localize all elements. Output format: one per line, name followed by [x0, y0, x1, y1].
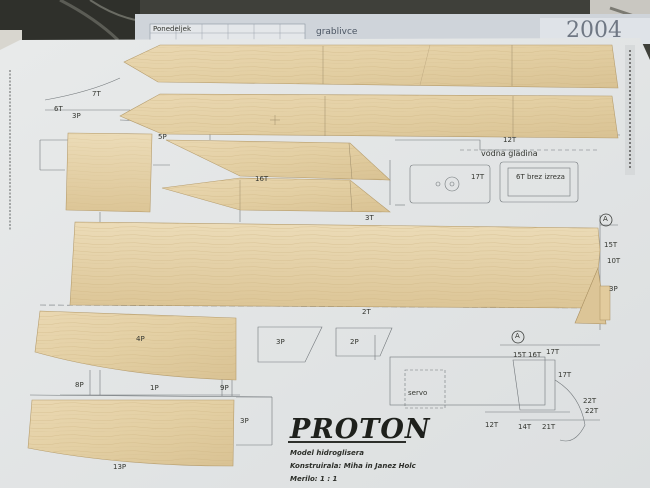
part-label: 2P — [350, 338, 359, 346]
side-print — [625, 45, 635, 175]
part-label: 22T — [583, 397, 597, 405]
section-mark-circle-2 — [511, 330, 525, 344]
part-label: 6T — [54, 105, 63, 113]
plan-scale: Merilo: 1 : 1 — [290, 475, 338, 483]
part-label: 2T — [362, 308, 371, 316]
calendar-day: Ponedeljek — [153, 25, 191, 33]
part-label: 12T — [503, 136, 517, 144]
plan-subtitle: Model hidroglisera — [290, 449, 364, 457]
servo-label: servo — [408, 389, 428, 397]
part-label: 3P — [240, 417, 249, 425]
section-mark-1: A — [603, 215, 608, 223]
part-label: 17T — [558, 371, 572, 379]
section-mark-circle-1 — [599, 213, 613, 227]
part-label: 14T — [518, 423, 532, 431]
plan-designers: Konstruirala: Miha in Janez Holc — [290, 462, 416, 470]
part-label: 17T — [546, 348, 560, 356]
part-label: 21T — [542, 423, 556, 431]
part-label: 5P — [158, 133, 167, 141]
part-label: 4P — [136, 335, 145, 343]
part-label: 7T — [92, 90, 101, 98]
part-label: 3P — [72, 112, 81, 120]
cable — [59, 0, 120, 42]
plan-title: PROTON — [290, 414, 431, 445]
part-label: 22T — [585, 407, 599, 415]
calendar-year: 2004 — [566, 18, 622, 43]
part-label: 1P — [150, 384, 159, 392]
part-label: 13P — [113, 463, 127, 471]
part-label: 3P — [609, 285, 618, 293]
wood-parts — [27, 44, 619, 467]
part-label: 15T — [604, 241, 618, 249]
part-note: 6T brez izreza — [516, 173, 565, 181]
part-label: 17T — [471, 173, 485, 181]
waterline-label: vodna gladina — [481, 149, 538, 158]
part-label: 16T — [255, 175, 269, 183]
part-label: 15T — [513, 351, 527, 359]
part-label: 12T — [485, 421, 499, 429]
part-label: 3P — [276, 338, 285, 346]
part-label: 9P — [220, 384, 229, 392]
part-label: 10T — [607, 257, 621, 265]
part-label: 3T — [365, 214, 374, 222]
section-mark-2: A — [515, 332, 520, 340]
calendar-publisher: grablivce — [316, 27, 358, 37]
part-label: 16T — [528, 351, 542, 359]
part-label: 8P — [75, 381, 84, 389]
